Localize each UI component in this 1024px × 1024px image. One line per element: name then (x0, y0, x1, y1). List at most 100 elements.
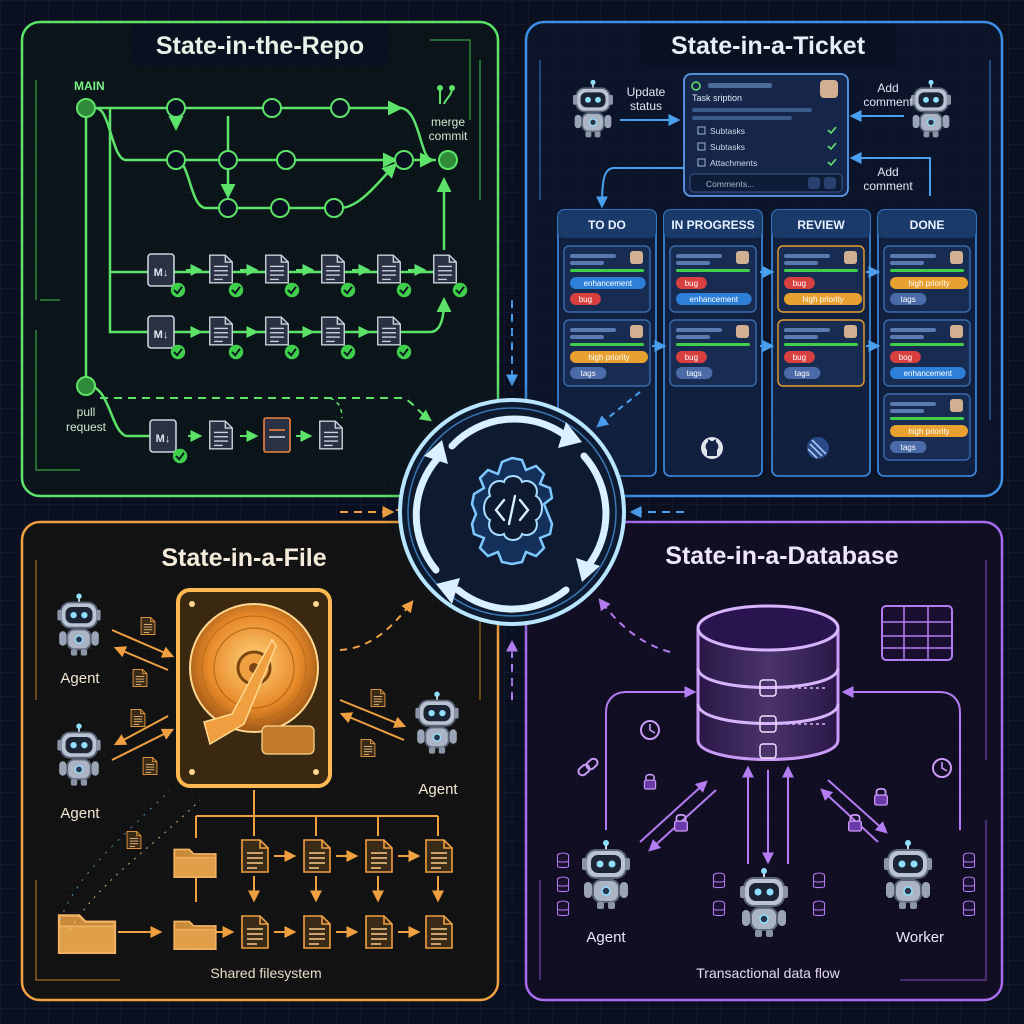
kanban-badge-label: bug (793, 353, 806, 362)
ticket-add-comment-3: Add (877, 165, 898, 179)
kanban-badge: enhancement (890, 367, 966, 379)
brain-gear-icon (470, 456, 554, 566)
repo-merge-label-1: merge (431, 115, 465, 129)
repo-pull-label-2: request (66, 420, 107, 434)
kanban-badge-label: tags (687, 369, 702, 378)
kanban-badge: bog (890, 351, 921, 363)
ticket-card-item-1: Subtasks (697, 126, 837, 136)
ticket-card-item-2-label: Subtasks (710, 142, 745, 152)
kanban-badge: tags (570, 367, 607, 379)
ticket-title: State-in-a-Ticket (671, 32, 866, 60)
kanban-column-header: IN PROGRESS (671, 218, 754, 232)
kanban-badge: enhancement (676, 293, 752, 305)
kanban-badge: tags (676, 367, 713, 379)
kanban-column-header: DONE (910, 218, 945, 232)
repo-md-badge-2: M↓ (154, 329, 169, 341)
repo-merge-label-2: commit (429, 129, 468, 143)
database-agent-label: Agent (586, 929, 626, 946)
kanban-badge: tags (890, 441, 927, 453)
kanban-badge-label: enhancement (690, 295, 739, 304)
repo-panel-frame (20, 20, 500, 498)
repo-md-badge-1: M↓ (154, 267, 169, 279)
file-agent-label-left-bottom: Agent (60, 805, 100, 822)
repo-file-row-2: M↓ (147, 315, 412, 360)
kanban-badge-label: tags (581, 369, 596, 378)
database-title: State-in-a-Database (665, 542, 898, 570)
kanban-card: bug tags (777, 319, 865, 387)
kanban-column-2: IN PROGRESS bug enhancement bug tags (663, 209, 763, 477)
kanban-badge-label: bug (685, 279, 698, 288)
ticket-update-label-2: status (630, 99, 662, 113)
kanban-column-4: DONE high priority tags bog enhancement high … (877, 209, 977, 477)
ticket-task-card: Task sription Subtasks Subtasks Attachme… (683, 73, 849, 197)
link-icon (577, 757, 599, 777)
file-title: State-in-a-File (161, 544, 326, 572)
repo-md-badge-3: M↓ (156, 433, 171, 445)
file-panel: State-in-a-File Agent Agent Agent (20, 520, 500, 1002)
ticket-card-item-3-label: Attachments (710, 158, 757, 168)
ticket-update-label-1: Update (627, 85, 666, 99)
kanban-card: bog enhancement (883, 319, 971, 387)
ticket-card-title: Task sription (692, 93, 742, 103)
kanban-badge: high priority (890, 425, 968, 437)
ticket-card-item-1-label: Subtasks (710, 126, 745, 136)
kanban-badge: high priority (890, 277, 968, 289)
ticket-add-comment-1: Add (877, 81, 898, 95)
linear-icon (807, 437, 829, 459)
ticket-title-plate (640, 24, 896, 66)
kanban-badge-label: bug (793, 279, 806, 288)
kanban-badge: enhancement (570, 277, 646, 289)
database-caption: Transactional data flow (696, 965, 840, 981)
hard-drive-icon (176, 588, 332, 788)
kanban-column-header: TO DO (588, 218, 626, 232)
repo-panel: State-in-the-Repo MAIN (20, 20, 500, 498)
kanban-card: bug tags (669, 319, 757, 387)
kanban-badge-label: enhancement (904, 369, 953, 378)
repo-pull-label-1: pull (77, 405, 96, 419)
folder-icon (173, 848, 217, 879)
file-agent-label-left-top: Agent (60, 670, 100, 687)
kanban-badge-label: high priority (802, 295, 843, 304)
kanban-badge-label: high priority (588, 353, 629, 362)
ticket-add-comment-4: comment (863, 179, 913, 193)
repo-file-row-1: M↓ (147, 253, 468, 298)
repo-file-row-3: M↓ (149, 417, 344, 464)
kanban-badge-label: high priority (908, 279, 949, 288)
kanban-badge: bug (676, 351, 707, 363)
center-hub (340, 0, 684, 1024)
database-icon (696, 604, 840, 761)
ticket-add-comment-2: comment (863, 95, 913, 109)
kanban-badge: bug (676, 277, 707, 289)
kanban-badge-label: bug (685, 353, 698, 362)
kanban-badge-label: bog (899, 353, 912, 362)
folder-icon-large (57, 914, 117, 954)
kanban-card: enhancement bug (563, 245, 651, 313)
kanban-badge: bug (570, 293, 601, 305)
kanban-badge-label: tags (795, 369, 810, 378)
file-agent-label-right: Agent (418, 781, 458, 798)
ticket-panel: State-in-a-Ticket Update status Add comm… (524, 20, 1004, 498)
kanban-badge: bug (784, 351, 815, 363)
kanban-badge-label: enhancement (584, 279, 633, 288)
github-icon (701, 437, 723, 459)
kanban-badge-label: bug (579, 295, 592, 304)
repo-main-label: MAIN (74, 79, 105, 93)
kanban-card: bug enhancement (669, 245, 757, 313)
kanban-badge: tags (784, 367, 821, 379)
kanban-column-header: REVIEW (797, 218, 845, 232)
kanban-badge: bug (784, 277, 815, 289)
table-grid-icon (881, 605, 953, 661)
kanban-card: high priority tags (883, 245, 971, 313)
ticket-card-item-3: Attachments (697, 158, 837, 168)
kanban-badge-label: tags (901, 295, 916, 304)
kanban-card: high priority tags (563, 319, 651, 387)
kanban-badge: tags (890, 293, 927, 305)
repo-title: State-in-the-Repo (156, 32, 364, 60)
file-caption: Shared filesystem (210, 965, 321, 981)
database-panel: State-in-a-Database Agent Worker (524, 520, 1004, 1002)
kanban-badge: high priority (570, 351, 648, 363)
repo-title-plate (130, 24, 390, 66)
kanban-badge-label: tags (901, 443, 916, 452)
